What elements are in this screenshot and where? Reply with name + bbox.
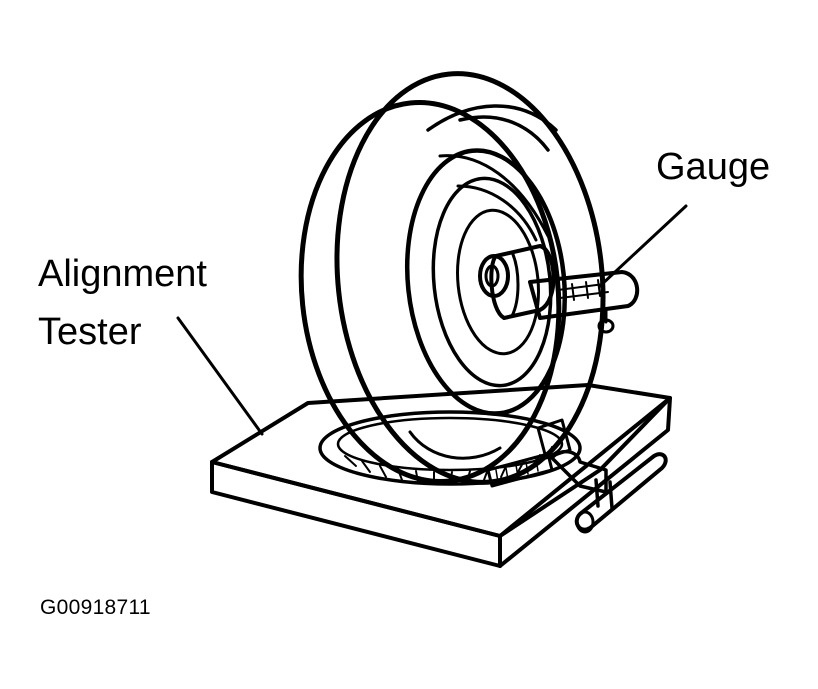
lock-lever bbox=[550, 449, 668, 534]
gauge-label: Gauge bbox=[656, 146, 771, 188]
alignment-tester-leader-line bbox=[176, 316, 264, 436]
alignment-tester-label-line2: Tester bbox=[38, 311, 142, 353]
alignment-tester-label-line1: Alignment bbox=[38, 253, 207, 295]
gauge-leader-line bbox=[598, 204, 688, 288]
turntable-plate bbox=[210, 383, 672, 568]
camber-gauge bbox=[489, 244, 639, 334]
figure-code: G00918711 bbox=[40, 596, 151, 619]
